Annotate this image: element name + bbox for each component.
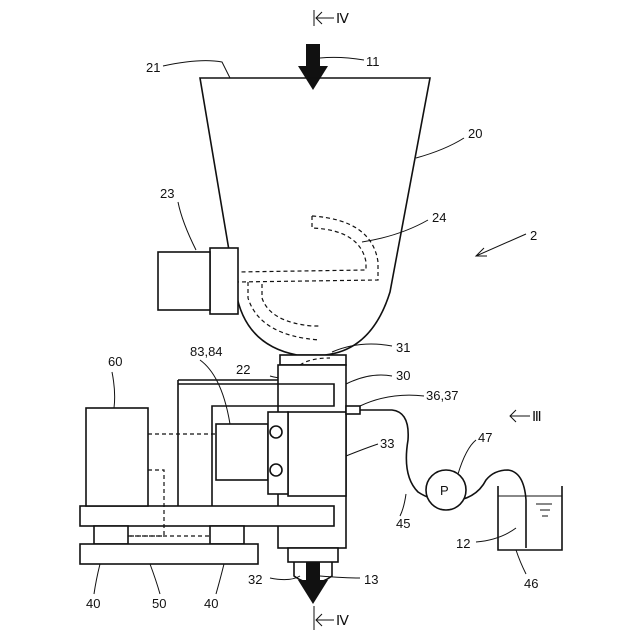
label-22: 22 xyxy=(236,362,250,377)
label-36-37: 36,37 xyxy=(426,388,459,403)
label-83-84: 83,84 xyxy=(190,344,223,359)
label-30: 30 xyxy=(396,368,410,383)
overall-ref: 2 xyxy=(476,228,537,256)
supply-line: 36,37 45 xyxy=(346,388,526,548)
label-31: 31 xyxy=(396,340,410,355)
section-label-top: Ⅳ xyxy=(336,12,349,27)
motor: 23 xyxy=(158,186,238,314)
label-13: 13 xyxy=(364,572,378,587)
label-50: 50 xyxy=(152,596,166,611)
label-21: 21 xyxy=(146,60,160,75)
label-45: 45 xyxy=(396,516,410,531)
label-33: 33 xyxy=(380,436,394,451)
view-label: Ⅲ xyxy=(532,410,542,425)
pump-label: P xyxy=(440,483,449,498)
view-marker: Ⅲ xyxy=(510,410,542,425)
inflow-arrow: 11 xyxy=(298,44,380,90)
label-32: 32 xyxy=(248,572,262,587)
label-47: 47 xyxy=(478,430,492,445)
label-12: 12 xyxy=(456,536,470,551)
tank: 12 46 xyxy=(456,486,562,591)
label-23: 23 xyxy=(160,186,174,201)
base: 40 50 40 xyxy=(80,526,258,611)
label-2: 2 xyxy=(530,228,537,243)
section-marker-top: Ⅳ xyxy=(314,10,349,27)
label-11: 11 xyxy=(366,54,380,69)
label-60: 60 xyxy=(108,354,122,369)
pump: P 47 xyxy=(426,430,492,510)
stirring-blade: 24 xyxy=(236,210,446,340)
label-40-left: 40 xyxy=(86,596,100,611)
section-label-bottom: Ⅳ xyxy=(336,614,349,629)
label-46: 46 xyxy=(524,576,538,591)
label-40-right: 40 xyxy=(204,596,218,611)
label-24: 24 xyxy=(432,210,446,225)
label-20: 20 xyxy=(468,126,482,141)
outlet-nozzle: 32 13 xyxy=(248,548,378,604)
section-marker-bottom: Ⅳ xyxy=(314,606,349,630)
